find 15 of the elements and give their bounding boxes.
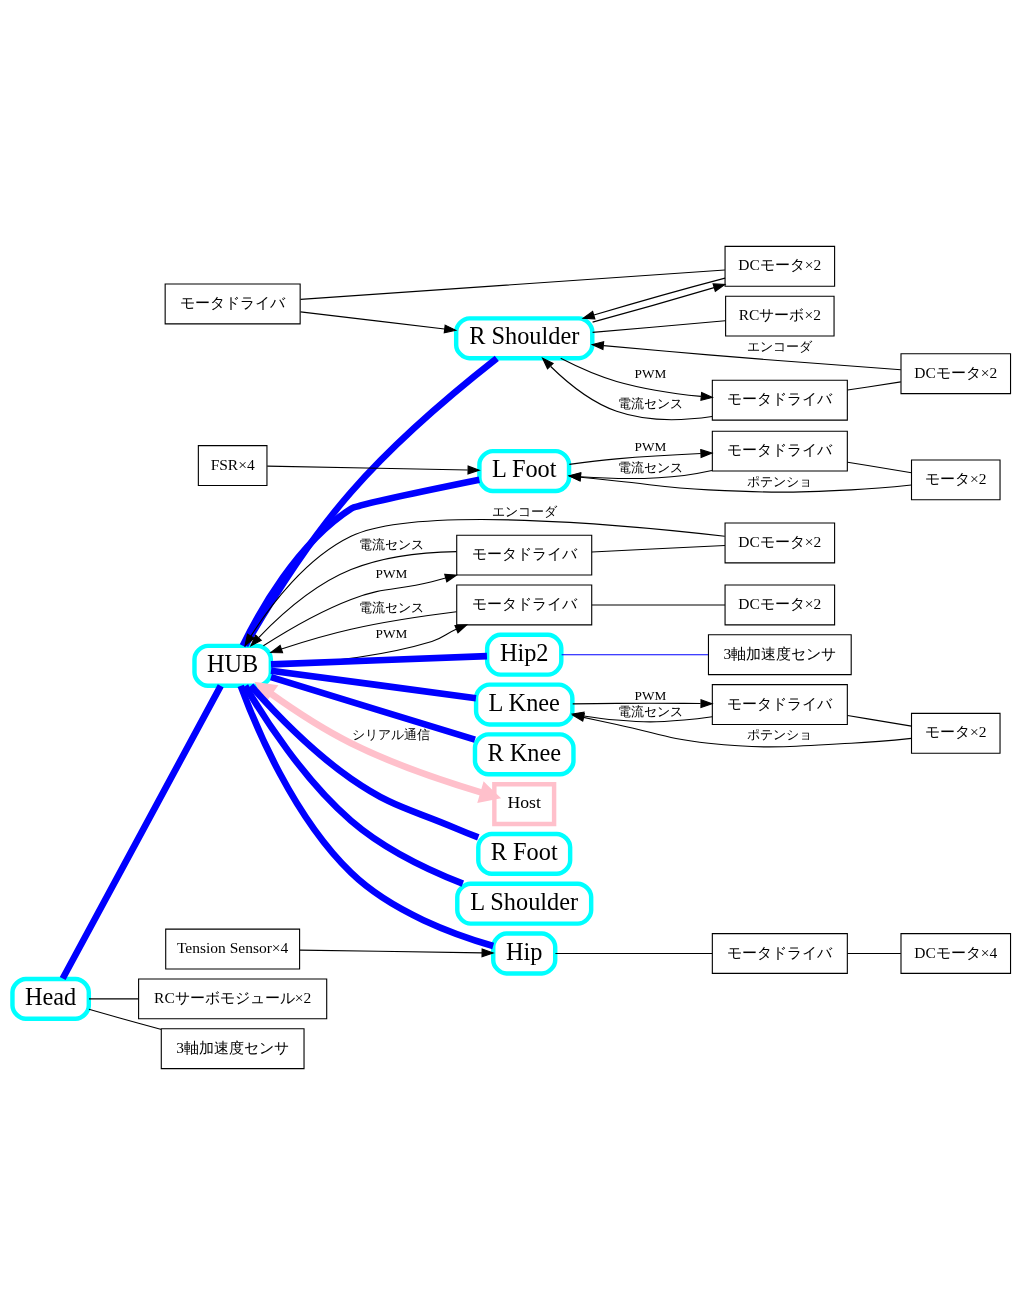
edge-label: エンコーダ	[491, 503, 557, 519]
edge-label: PWM	[375, 565, 408, 581]
edge-label: PWM	[634, 438, 667, 454]
edge-label: エンコーダ	[747, 339, 813, 355]
edge-label: 電流センス	[358, 537, 424, 553]
edge-label: 電流センス	[358, 600, 424, 616]
edge-label: 電流センス	[617, 459, 683, 475]
edge-label: PWM	[375, 625, 408, 641]
edge-label: ポテンショ	[747, 727, 813, 743]
edge-label: 電流センス	[617, 395, 683, 411]
edge-label: シリアル通信	[352, 727, 431, 743]
edge-label: PWM	[634, 365, 667, 381]
edge-label: PWM	[634, 687, 667, 703]
edge-label: ポテンショ	[747, 474, 813, 490]
edge-label: 電流センス	[617, 704, 683, 720]
